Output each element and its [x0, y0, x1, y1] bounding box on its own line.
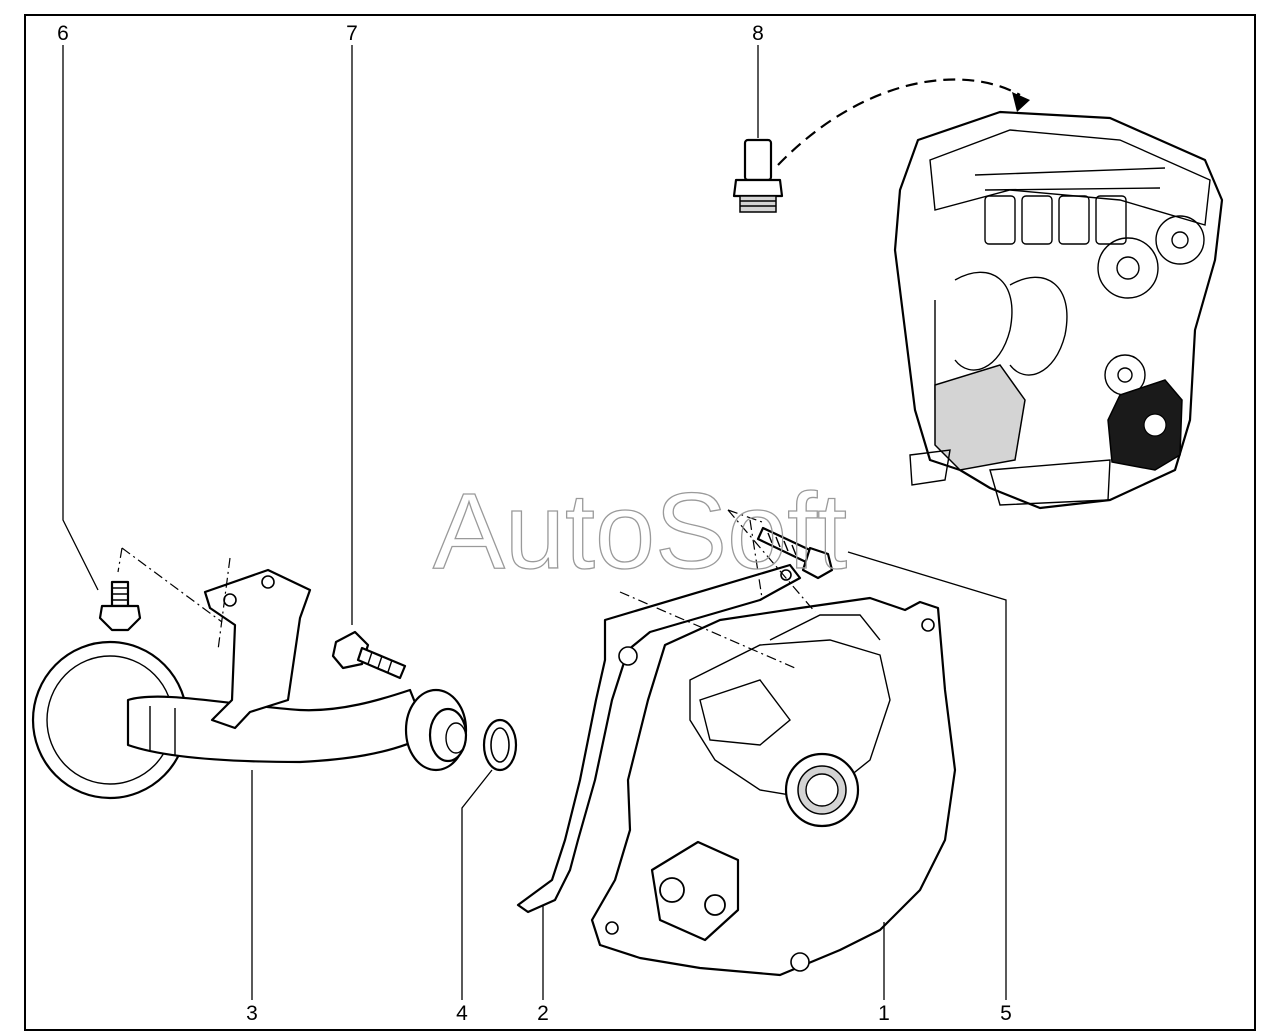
oil-pressure-sensor-part — [732, 138, 784, 213]
callout-1: 1 — [878, 1002, 890, 1025]
housing-bolt-part — [756, 526, 834, 580]
assembly-line — [727, 509, 763, 523]
callout-7: 7 — [346, 22, 358, 45]
gasket-bolt-hole — [618, 646, 638, 666]
sensor-mount-arrowhead — [1012, 92, 1030, 112]
assembly-line — [749, 519, 763, 599]
bracket-bolt-part — [98, 580, 142, 632]
assembly-line — [117, 547, 123, 573]
assembly-line — [727, 509, 816, 613]
leader-line-5 — [847, 551, 1007, 1000]
assembly-line — [217, 557, 231, 651]
callout-5: 5 — [1000, 1002, 1012, 1025]
assembly-line — [121, 547, 223, 623]
callout-4: 4 — [456, 1002, 468, 1025]
sensor-mount-arrow — [777, 78, 1021, 166]
callout-8: 8 — [752, 22, 764, 45]
engine-assembly-illustration — [893, 110, 1224, 510]
callout-2: 2 — [537, 1002, 549, 1025]
assembly-line — [619, 591, 796, 669]
pump-gasket-part — [516, 563, 802, 914]
leader-line-6 — [62, 45, 99, 591]
watermark-text: AutoSoft — [433, 470, 847, 591]
o-ring-part — [482, 718, 518, 772]
oil-pickup-tube-part — [31, 568, 468, 800]
oil-pump-housing-part — [590, 596, 957, 977]
leader-line-4 — [461, 769, 493, 1000]
callout-6: 6 — [57, 22, 69, 45]
diagram-frame — [24, 14, 1256, 1031]
flange-bolt-part — [331, 630, 407, 680]
callout-3: 3 — [246, 1002, 258, 1025]
gasket-bolt-hole — [780, 569, 792, 581]
